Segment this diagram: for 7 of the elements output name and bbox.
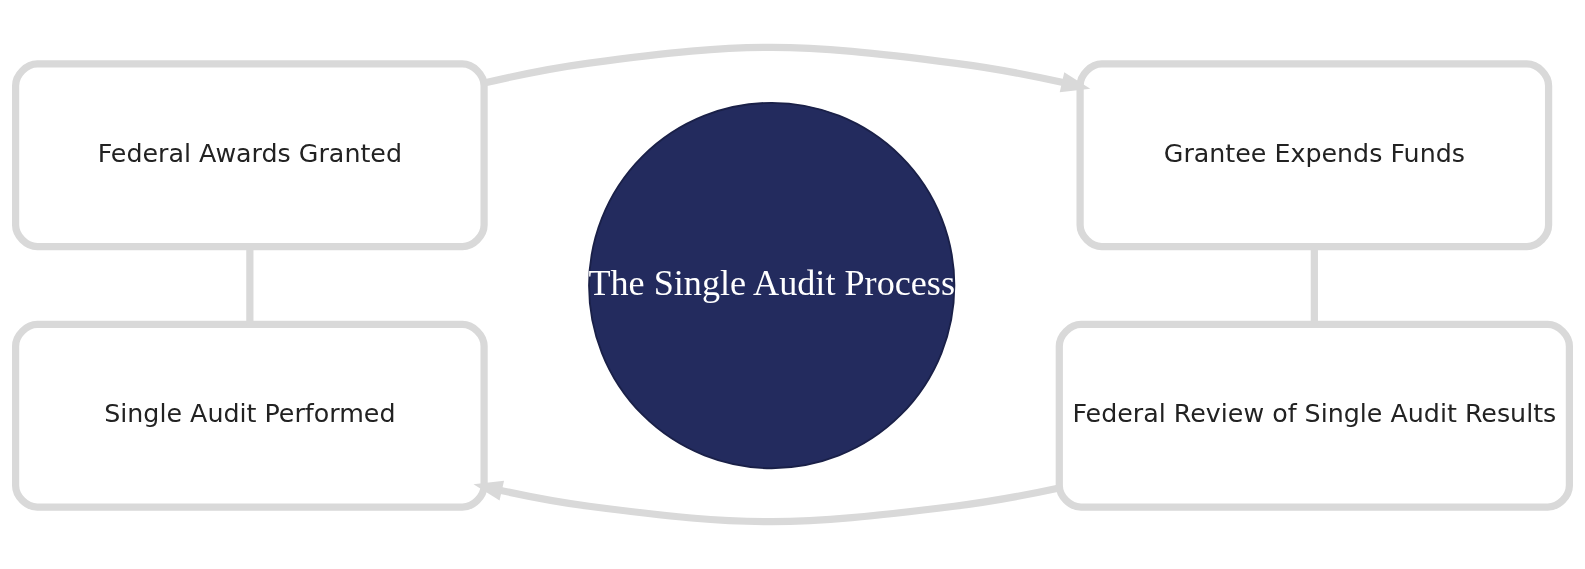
arrow	[473, 480, 1060, 526]
node-box: Grantee Expends Funds	[1076, 60, 1553, 251]
arrow	[483, 43, 1091, 93]
node-circle: The Single Audit Process	[588, 101, 956, 470]
node-box: Federal Review of Single Audit Results	[1055, 320, 1573, 511]
node-box: Federal Awards Granted	[12, 60, 488, 251]
node-box: Single Audit Performed	[12, 320, 488, 511]
